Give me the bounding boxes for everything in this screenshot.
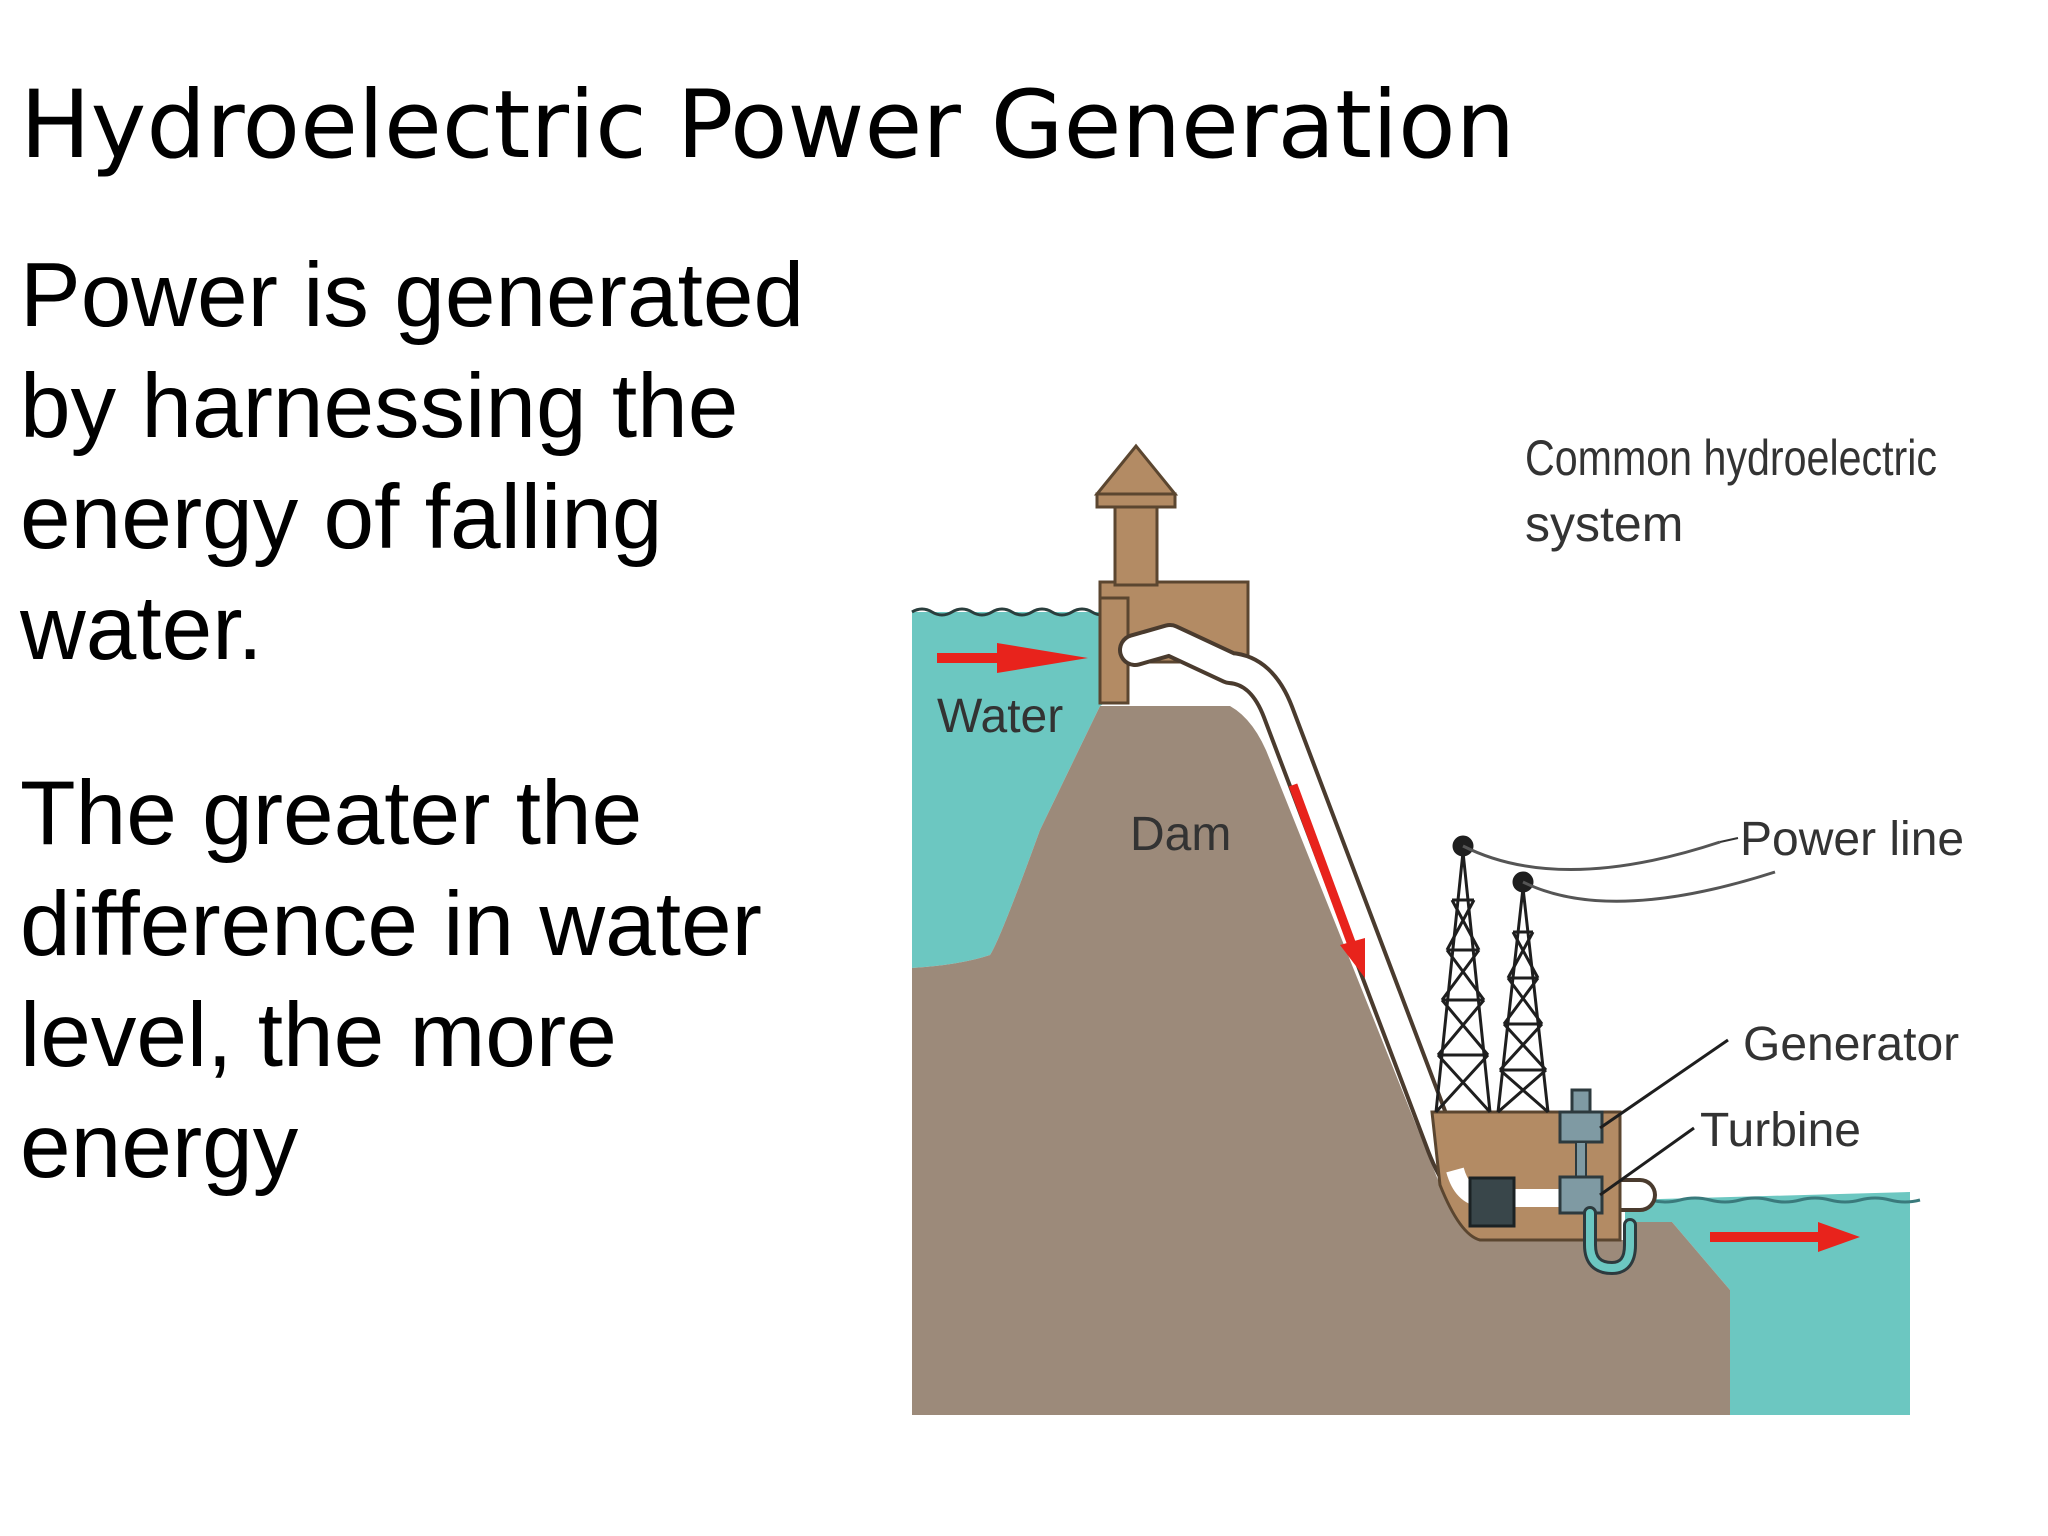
power-line-wire-2 [1522,870,1776,903]
tower-cap [1095,492,1177,509]
flow-arrow-outflow [1710,1222,1860,1252]
leader-generator [1599,1038,1729,1130]
label-power-line: Power line [1740,813,1964,866]
dam-body [912,706,1730,1415]
generator-housing [1558,1110,1604,1144]
leader-power-line [1719,837,1739,843]
draft-tube-water [1586,1209,1634,1273]
caption-line-1: Common hydroelectric [1525,430,1937,486]
shaft [1575,1141,1587,1178]
label-turbine: Turbine [1700,1104,1861,1157]
flow-arrow-penstock [1288,783,1365,978]
tailwater-surface [1619,1196,1921,1204]
transmission-tower-2 [1496,871,1550,1114]
body-paragraph-2: The greater the difference in water leve… [20,763,762,1197]
leader-turbine [1599,1126,1695,1197]
label-water: Water [937,690,1063,743]
page-title: Hydroelectric Power Generation [20,71,1516,180]
power-line-wire-1 [1462,840,1721,872]
tower-base [1113,503,1159,587]
tower-roof [1093,443,1179,496]
label-generator: Generator [1743,1018,1959,1071]
reservoir-water [912,612,1110,968]
flow-arrow-inflow [937,643,1088,673]
label-dam: Dam [1130,808,1231,861]
turbine-housing [1558,1175,1604,1215]
reservoir-surface [911,607,1111,617]
caption-line-2: system [1525,496,1683,552]
body-paragraph-1: Power is generated by harnessing the ene… [20,245,805,679]
tailwater [1625,1192,1910,1415]
valve-housing [1468,1176,1516,1228]
generator-top [1570,1088,1592,1114]
transmission-tower-1 [1434,835,1492,1114]
